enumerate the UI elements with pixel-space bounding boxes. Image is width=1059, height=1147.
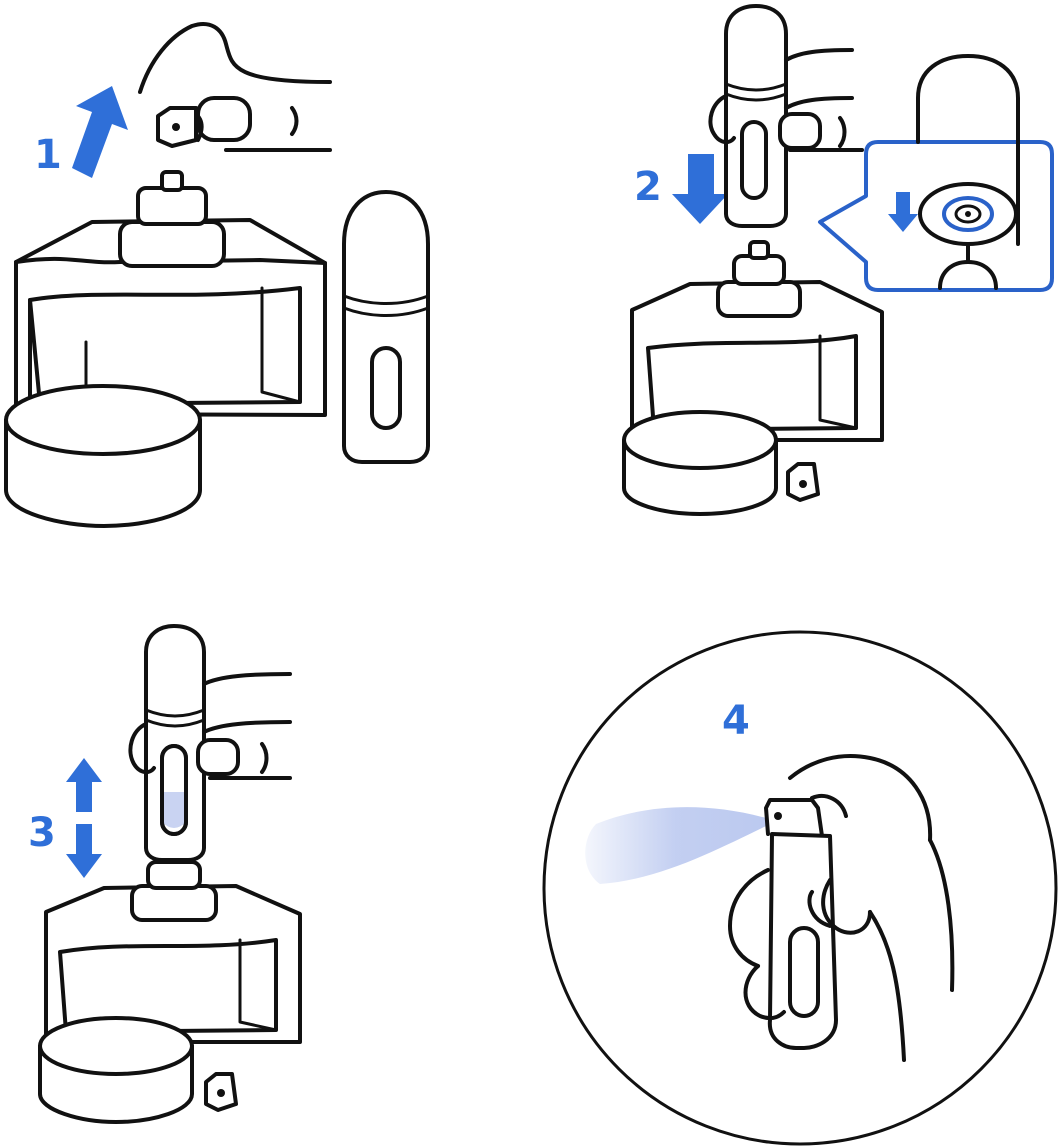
zoom-callout-icon	[818, 54, 1054, 292]
hand-illustration	[708, 48, 864, 152]
pump-cap	[204, 1072, 238, 1112]
atomizer-bottle	[144, 624, 206, 862]
atomizer-bottle	[764, 798, 838, 1050]
arrow-down-icon	[888, 192, 918, 232]
bottle-lid	[622, 410, 778, 516]
step-2-number: 2	[634, 164, 662, 210]
perfume-bottle	[630, 240, 884, 442]
perfume-bottle	[14, 170, 327, 417]
step-4-panel: 4	[542, 630, 1058, 1146]
step-1-number: 1	[34, 132, 62, 178]
hand-illustration	[138, 22, 332, 152]
hand-illustration	[128, 672, 292, 780]
perfume-bottle	[44, 860, 302, 1044]
step-1-panel: 1	[4, 22, 430, 528]
step-3-number: 3	[28, 810, 56, 856]
pump-cap	[786, 462, 820, 502]
hand-illustration	[728, 754, 955, 1062]
arrow-down-icon	[672, 154, 728, 224]
arrow-up-icon	[72, 86, 128, 178]
step-4-number: 4	[722, 698, 750, 744]
up-down-arrow-icon	[66, 758, 102, 878]
atomizer-bottle	[342, 190, 430, 464]
pump-cap	[156, 106, 198, 148]
step-2-panel: 2	[622, 4, 1054, 516]
spray-mist	[585, 807, 766, 884]
bottle-lid	[38, 1016, 194, 1124]
atomizer-bottle	[724, 4, 788, 228]
bottle-lid	[4, 384, 202, 528]
step-3-panel: 3	[28, 624, 302, 1124]
